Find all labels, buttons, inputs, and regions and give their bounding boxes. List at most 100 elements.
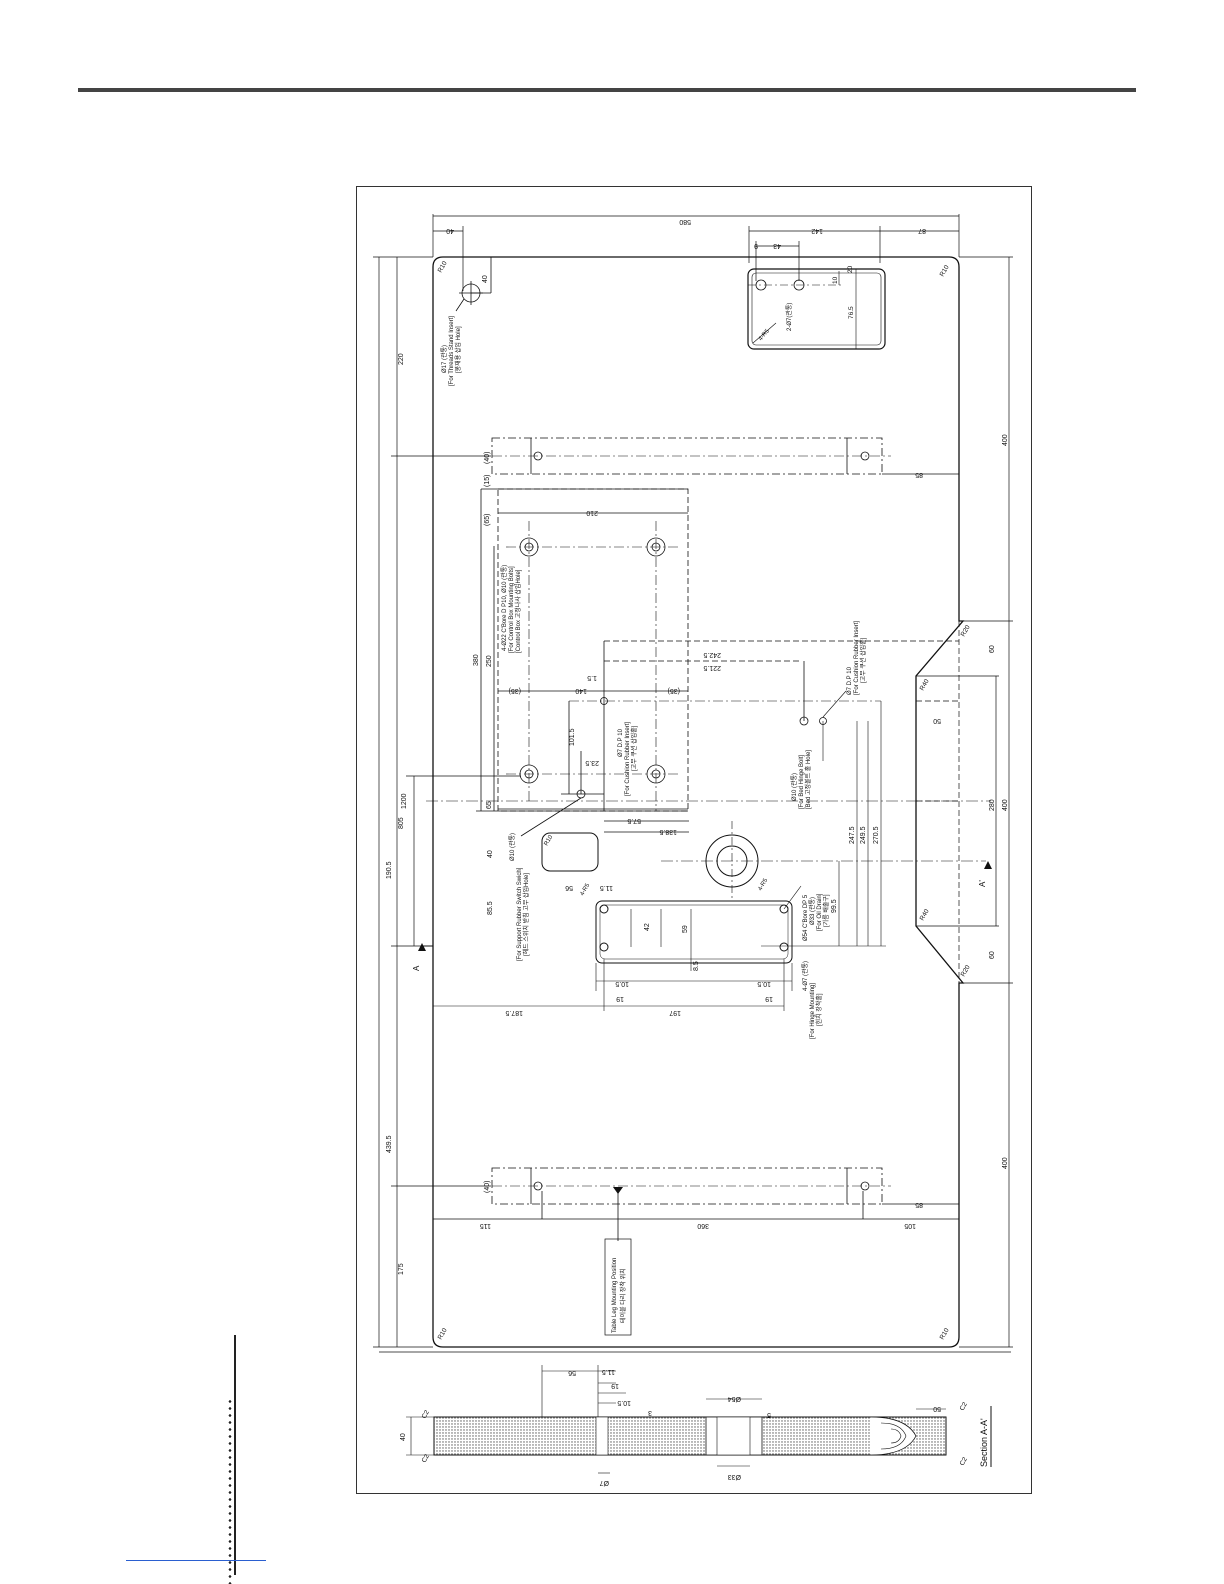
note-cbore22-a: 4-Ø22 C'Bore D P10, Ø10 (관통): [500, 565, 508, 651]
note-hole10r-a: Ø10 (관통): [790, 773, 798, 801]
dim-142: 142: [811, 227, 823, 234]
radius-br: R10: [939, 1327, 951, 1341]
switch-slot: [541, 832, 599, 872]
header-rule: [78, 88, 1136, 92]
dim-40-leg-bottom: (40): [484, 1181, 491, 1193]
note-hole7-c: [고무 쿠션 삽입홀]: [630, 725, 638, 771]
note-leg-a: Table Leg Mounting Position: [612, 1258, 618, 1333]
dim-400-b: 400: [1002, 799, 1009, 811]
hinge-plate: [433, 900, 793, 1011]
dim-115: 115: [480, 1222, 491, 1229]
dim-76-5: 76.5: [848, 306, 855, 319]
right-dims: [916, 256, 1013, 1348]
control-box-cutout: [747, 268, 886, 350]
dim-140: 140: [575, 687, 587, 694]
leg-strip-bottom: [433, 1167, 959, 1241]
dim-190-5: 190.5: [386, 861, 393, 879]
dim-43: 43: [773, 242, 781, 249]
dim-11-5: 11.5: [600, 884, 613, 891]
left-dims: [373, 256, 521, 1348]
dim-85-top: 85: [915, 471, 923, 478]
dim-87: 87: [918, 227, 926, 234]
radius-r40-a: R40: [919, 678, 931, 692]
note-hole10r-c: [Bed 고정볼트 홀 Hole]: [804, 750, 812, 809]
note-hole17-b: [For Threads Stand Insert]: [449, 316, 455, 386]
note-oil-a: Ø54 C'Bore DP 5: [803, 894, 809, 941]
section-dim-50: 50: [933, 1405, 941, 1412]
note-hole7r-c: [고무 쿠션 삽입홀]: [859, 637, 867, 683]
section-label-a2: A': [978, 880, 987, 887]
section-label-a: A: [412, 965, 421, 971]
note-leg-b: 테이블 다리 장착 위치: [619, 1268, 627, 1323]
note-box-holes: 2-Ø7(관통): [785, 303, 793, 331]
margin-line: [234, 1335, 236, 1575]
dim-247-5: 247.5: [849, 826, 856, 844]
dim-249-5: 249.5: [860, 826, 867, 844]
section-dim-33: Ø33: [728, 1473, 741, 1480]
dim-60-b: 60: [989, 951, 996, 959]
radius-r20-b: R20: [960, 964, 972, 978]
note-hole7r-a: Ø7 D.P 10: [847, 666, 853, 695]
dim-197: 197: [669, 1009, 681, 1016]
dim-380: 380: [473, 654, 480, 666]
radius-slot: R10: [544, 834, 555, 847]
dim-60-a: 60: [989, 645, 996, 653]
margin-dots: [228, 1398, 232, 1584]
radius-tr: R10: [939, 264, 951, 278]
note-hole17-c: [봉재용 삽입 Hole]: [454, 326, 462, 373]
section-dim-7: Ø7: [600, 1479, 609, 1486]
oil-drain-hole: [661, 821, 986, 910]
leg-note-box: [604, 1238, 632, 1336]
dim-10-5-b: 10.5: [757, 980, 771, 987]
dim-242-5: 242.5: [703, 651, 721, 658]
dim-57-5: 57.5: [627, 817, 641, 824]
note-oil-b: Ø33 (관통): [808, 897, 816, 925]
dim-42: 42: [644, 923, 651, 931]
note-hole10r-b: [For Bed Hinge Bolt]: [799, 755, 805, 809]
section-dim-56: 56: [568, 1369, 576, 1376]
footer-link-line: [126, 1560, 266, 1561]
dim-250: 250: [486, 655, 493, 667]
dim-99-5: 99.5: [831, 899, 838, 913]
note-hole10-c: [헤드 스위치 받침 고무 삽입Hole]: [522, 873, 530, 956]
note-hole7-a: Ø7 D.P 10: [618, 728, 624, 757]
dim-1200: 1200: [401, 793, 408, 809]
note-cbore22-b: [For Control Box Mounting Bolts]: [509, 566, 515, 653]
note-hinge-c: [힌지 장착홀]: [815, 993, 823, 1026]
note-hole10-a: Ø10 (관통): [508, 833, 516, 861]
dim-8-5: 8.5: [693, 961, 700, 971]
drawing-sheet: 580 40 142 87 43 9 R10 R10 R10 R10 40 Ø1…: [356, 186, 1032, 1494]
dim-19-b: 19: [765, 995, 773, 1002]
leg-position-marker: [613, 1187, 623, 1194]
dim-85-bottom: 85: [915, 1201, 923, 1208]
section-c2-a: C2: [421, 1409, 431, 1420]
dim-220: 220: [398, 353, 405, 365]
section-c2-c: C2: [959, 1401, 969, 1412]
leg-strip-top: [491, 437, 959, 475]
radius-r40-b: R40: [919, 908, 931, 922]
dim-10: 10: [832, 276, 839, 284]
dim-15: (15): [484, 475, 491, 487]
dim-105: 105: [904, 1222, 916, 1229]
dim-138-5: 138.5: [659, 828, 677, 835]
hole-17: [455, 257, 492, 312]
radius-bl: R10: [437, 1327, 449, 1341]
note-oil-c: [For Oil Drain]: [817, 893, 823, 931]
section-dim-5: 5: [767, 1411, 771, 1418]
section-dim-3: 3: [648, 1409, 652, 1416]
dim-65: 65: [486, 801, 493, 809]
section-dim-54: Ø54: [728, 1395, 741, 1402]
dim-580: [432, 214, 960, 291]
note-hole17-a: Ø17 (관통): [440, 345, 448, 373]
section-dim-40: 40: [400, 1433, 407, 1441]
dim-19-a: 19: [616, 995, 624, 1002]
section-dim-10-5: 10.5: [617, 1399, 631, 1406]
section-arrow-a2: [984, 861, 992, 869]
section-arrow-a: [418, 943, 426, 951]
section-title: Section A-A': [979, 1418, 989, 1467]
section-dim-11-5: 11.5: [602, 1368, 615, 1375]
radius-box: 4-R5: [758, 328, 771, 342]
radius-plate: 4-R5: [580, 882, 592, 897]
radius-plate-2: 4-R5: [758, 877, 770, 892]
dim-56: 56: [565, 884, 573, 891]
